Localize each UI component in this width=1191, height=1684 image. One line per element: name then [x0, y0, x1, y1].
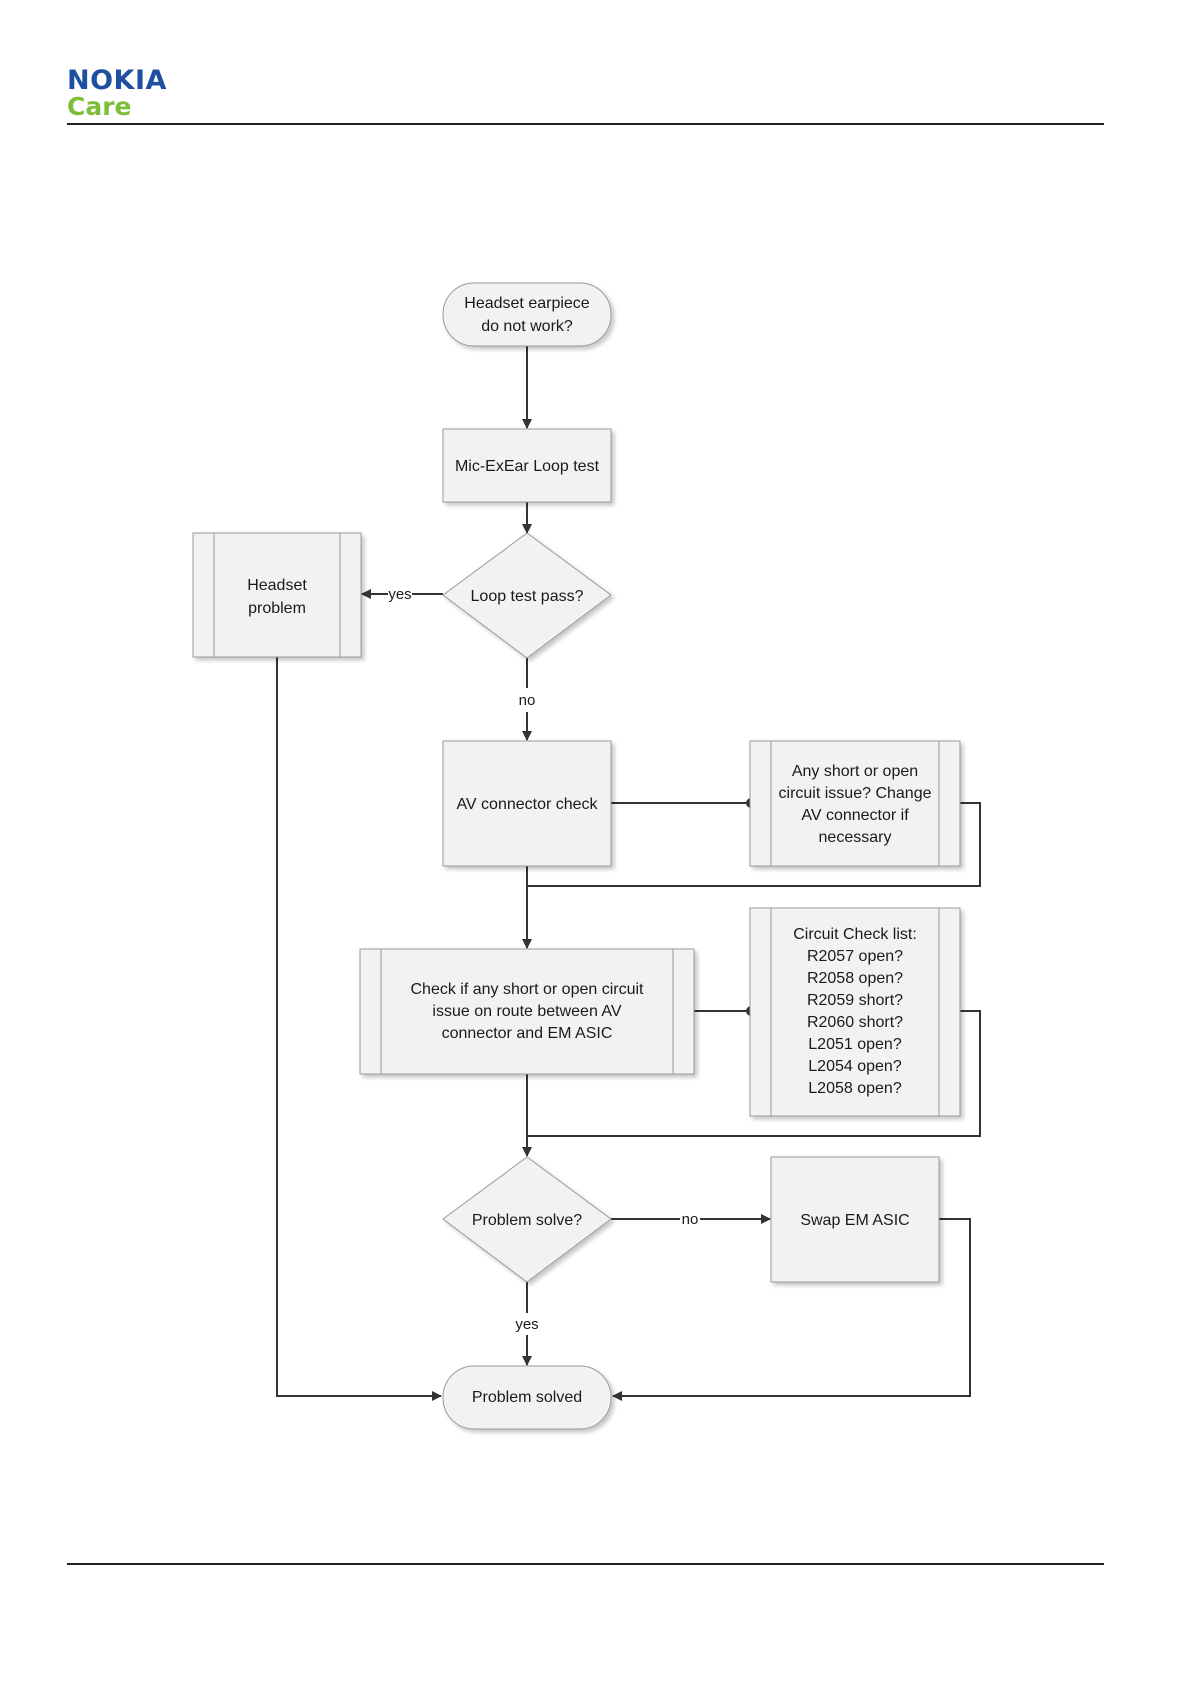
edge-swap-to-end: [612, 1218, 971, 1401]
edge-note-return: [527, 802, 981, 887]
connectors: [276, 346, 981, 1401]
end-node: Problem solved: [442, 1365, 612, 1430]
logo-brand: NOKIA: [67, 65, 167, 96]
edge-label-yes-down: yes: [515, 1316, 538, 1333]
loop-test-label: Mic-ExEar Loop test: [455, 458, 600, 475]
av-note-line-2: circuit issue? Change: [779, 785, 932, 802]
edge-label-yes-left: yes: [388, 586, 411, 603]
checklist-item: R2058 open?: [807, 970, 903, 987]
edge-headset-to-end: [276, 657, 442, 1401]
av-check-label: AV connector check: [456, 796, 598, 813]
logo-subbrand: Care: [67, 92, 132, 121]
checklist-item: R2059 short?: [807, 992, 903, 1009]
headset-problem-node: Headset problem: [192, 532, 362, 658]
headset-problem-label-2: problem: [248, 600, 306, 617]
nokia-care-logo: NOKIA Care: [67, 66, 167, 121]
route-check-line-2: issue on route between AV: [432, 1003, 621, 1020]
av-note-line-1: Any short or open: [792, 763, 918, 780]
edge-label-no-right: no: [682, 1211, 699, 1228]
route-check-node: Check if any short or open circuit issue…: [359, 948, 695, 1075]
checklist-item: L2051 open?: [808, 1036, 902, 1053]
end-label: Problem solved: [472, 1389, 582, 1406]
av-note-node: Any short or open circuit issue? Change …: [749, 740, 961, 867]
route-check-line-3: connector and EM ASIC: [442, 1025, 613, 1042]
start-label-2: do not work?: [481, 318, 573, 335]
route-check-line-1: Check if any short or open circuit: [411, 981, 645, 998]
footer-rule: [67, 1563, 1104, 1565]
loop-test-node: Mic-ExEar Loop test: [442, 428, 612, 503]
av-note-line-3: AV connector if: [801, 807, 909, 824]
edge-label-no-down: no: [519, 692, 536, 709]
checklist-item: L2054 open?: [808, 1058, 902, 1075]
swap-label: Swap EM ASIC: [800, 1212, 909, 1229]
av-check-node: AV connector check: [442, 740, 612, 867]
start-label-1: Headset earpiece: [464, 295, 590, 312]
checklist-item: L2058 open?: [808, 1080, 902, 1097]
decision-loop-node: Loop test pass?: [442, 532, 612, 659]
decision-solve-label: Problem solve?: [472, 1212, 582, 1229]
checklist-item: R2057 open?: [807, 948, 903, 965]
checklist-node: Circuit Check list: R2057 open? R2058 op…: [749, 907, 961, 1117]
header-rule: [67, 123, 1104, 125]
decision-loop-label: Loop test pass?: [471, 588, 584, 605]
headset-problem-label-1: Headset: [247, 577, 307, 594]
swap-node: Swap EM ASIC: [770, 1156, 940, 1283]
decision-solve-node: Problem solve?: [442, 1156, 612, 1283]
av-note-line-4: necessary: [819, 829, 892, 846]
start-node: Headset earpiece do not work?: [442, 282, 612, 347]
checklist-title: Circuit Check list:: [793, 926, 917, 943]
edge-checklist-return: [527, 1010, 981, 1137]
checklist-item: R2060 short?: [807, 1014, 903, 1031]
